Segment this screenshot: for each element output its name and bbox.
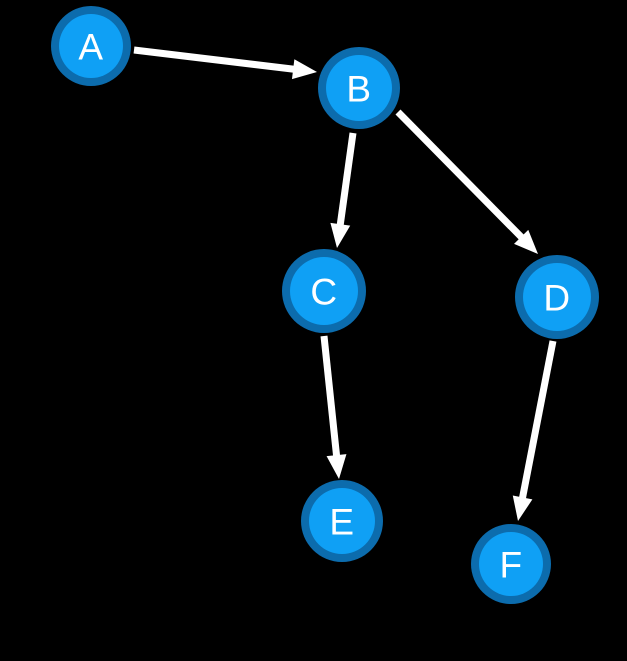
graph-node-f[interactable]: F [471, 524, 551, 604]
edges-layer [133, 46, 557, 521]
graph-node-d[interactable]: D [515, 255, 599, 339]
graph-edge [133, 46, 317, 80]
node-label: E [329, 502, 354, 543]
graph-node-a[interactable]: A [51, 6, 131, 86]
edge-arrowhead-icon [291, 59, 317, 80]
edge-arrowhead-icon [330, 222, 351, 248]
graph-edge [512, 340, 557, 521]
node-label: B [346, 69, 371, 110]
edge-line [395, 109, 526, 241]
node-label: C [310, 272, 337, 313]
node-fill [309, 488, 375, 554]
edge-line [320, 335, 341, 458]
nodes-layer: A B C D E F [51, 6, 599, 604]
edge-line [133, 46, 296, 73]
graph-edge [395, 109, 538, 254]
edge-arrowhead-icon [512, 495, 533, 521]
node-label: F [499, 545, 522, 586]
edge-arrowhead-icon [514, 229, 538, 254]
graph-node-e[interactable]: E [301, 480, 383, 562]
node-label: A [78, 27, 103, 68]
graph-node-b[interactable]: B [318, 47, 400, 129]
node-fill [523, 263, 591, 331]
edge-arrowhead-icon [326, 454, 347, 479]
node-fill [326, 55, 392, 121]
edge-line [518, 340, 557, 501]
graph-node-c[interactable]: C [282, 249, 366, 333]
node-fill [479, 532, 543, 596]
graph-edge [320, 335, 347, 479]
node-fill [290, 257, 358, 325]
node-label: D [543, 278, 570, 319]
node-fill [59, 14, 123, 78]
graph-edge [330, 132, 357, 248]
edge-line [336, 132, 357, 227]
